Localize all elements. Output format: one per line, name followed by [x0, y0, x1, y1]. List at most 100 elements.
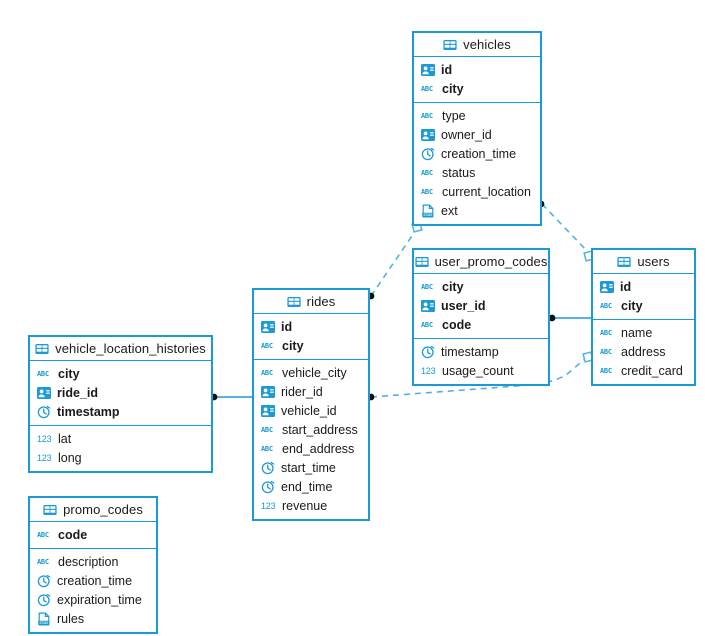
abc-text-icon: ABC	[261, 425, 273, 434]
rel-vehicle-location-histories-rides[interactable]	[210, 393, 252, 401]
primary-key-row-id[interactable]: id	[254, 317, 368, 336]
table-icon	[617, 255, 631, 269]
table-icon	[414, 255, 429, 269]
field-label: vehicle_id	[281, 403, 337, 418]
field-label: code	[58, 527, 88, 542]
field-label: end_address	[282, 441, 355, 456]
field-row-creation_time[interactable]: creation_time	[414, 144, 540, 163]
relationship-line	[370, 229, 417, 297]
field-label: creation_time	[441, 146, 517, 161]
field-label: id	[441, 62, 453, 77]
table-header-rides[interactable]: rides	[254, 290, 368, 314]
number-123-icon: 123	[261, 500, 276, 511]
id-badge-icon	[261, 404, 275, 418]
table-header-user_promo_codes[interactable]: user_promo_codes	[414, 250, 548, 274]
abc-text-icon: ABC	[600, 301, 612, 310]
field-label: timestamp	[57, 404, 120, 419]
field-label: current_location	[442, 184, 531, 199]
primary-key-row-user_id[interactable]: user_id	[414, 296, 548, 315]
table-title: rides	[306, 294, 336, 309]
field-row-lat[interactable]: 123 lat	[30, 429, 211, 448]
table-title: promo_codes	[63, 502, 143, 517]
field-row-expiration_time[interactable]: expiration_time	[30, 590, 156, 609]
id-badge-icon	[261, 385, 275, 399]
field-label: lat	[58, 431, 72, 446]
field-row-description[interactable]: ABC description	[30, 552, 156, 571]
field-row-start_time[interactable]: start_time	[254, 458, 368, 477]
table-header-vehicles[interactable]: vehicles	[414, 33, 540, 57]
table-header-promo_codes[interactable]: promo_codes	[30, 498, 156, 522]
field-row-rider_id[interactable]: rider_id	[254, 382, 368, 401]
number-123-icon: 123	[37, 433, 52, 444]
id-badge-icon	[37, 386, 51, 400]
abc-text-icon: ABC	[261, 444, 273, 453]
field-label: ext	[441, 203, 458, 218]
field-label: city	[282, 338, 304, 353]
abc-text-icon: ABC	[37, 557, 49, 566]
clock-icon	[37, 405, 51, 419]
field-row-timestamp[interactable]: timestamp	[414, 342, 548, 361]
field-row-owner_id[interactable]: owner_id	[414, 125, 540, 144]
field-label: start_time	[281, 460, 336, 475]
id-badge-icon	[600, 280, 614, 294]
primary-key-row-ride_id[interactable]: ride_id	[30, 383, 211, 402]
field-label: type	[442, 108, 466, 123]
table-icon	[443, 38, 457, 52]
field-label: end_time	[281, 479, 333, 494]
field-row-revenue[interactable]: 123 revenue	[254, 496, 368, 515]
primary-key-row-id[interactable]: id	[593, 277, 694, 296]
abc-text-icon: ABC	[261, 368, 273, 377]
field-label: description	[58, 554, 119, 569]
abc-text-icon: ABC	[421, 282, 433, 291]
abc-text-icon: ABC	[421, 168, 433, 177]
field-label: creation_time	[57, 573, 133, 588]
rel-user-promo-codes-users[interactable]	[548, 314, 591, 322]
table-header-users[interactable]: users	[593, 250, 694, 274]
field-row-end_address[interactable]: ABC end_address	[254, 439, 368, 458]
primary-key-row-timestamp[interactable]: timestamp	[30, 402, 211, 421]
clock-icon	[261, 461, 275, 475]
abc-text-icon: ABC	[421, 84, 433, 93]
field-row-end_time[interactable]: end_time	[254, 477, 368, 496]
primary-key-row-id[interactable]: id	[414, 60, 540, 79]
table-header-vehicle_location_histories[interactable]: vehicle_location_histories	[30, 337, 211, 361]
field-row-vehicle_id[interactable]: vehicle_id	[254, 401, 368, 420]
json-document-icon: JSON	[37, 612, 51, 626]
field-label: revenue	[282, 498, 328, 513]
abc-text-icon: ABC	[600, 328, 612, 337]
field-row-creation_time[interactable]: creation_time	[30, 571, 156, 590]
abc-text-icon: ABC	[600, 347, 612, 356]
abc-text-icon: ABC	[421, 320, 433, 329]
